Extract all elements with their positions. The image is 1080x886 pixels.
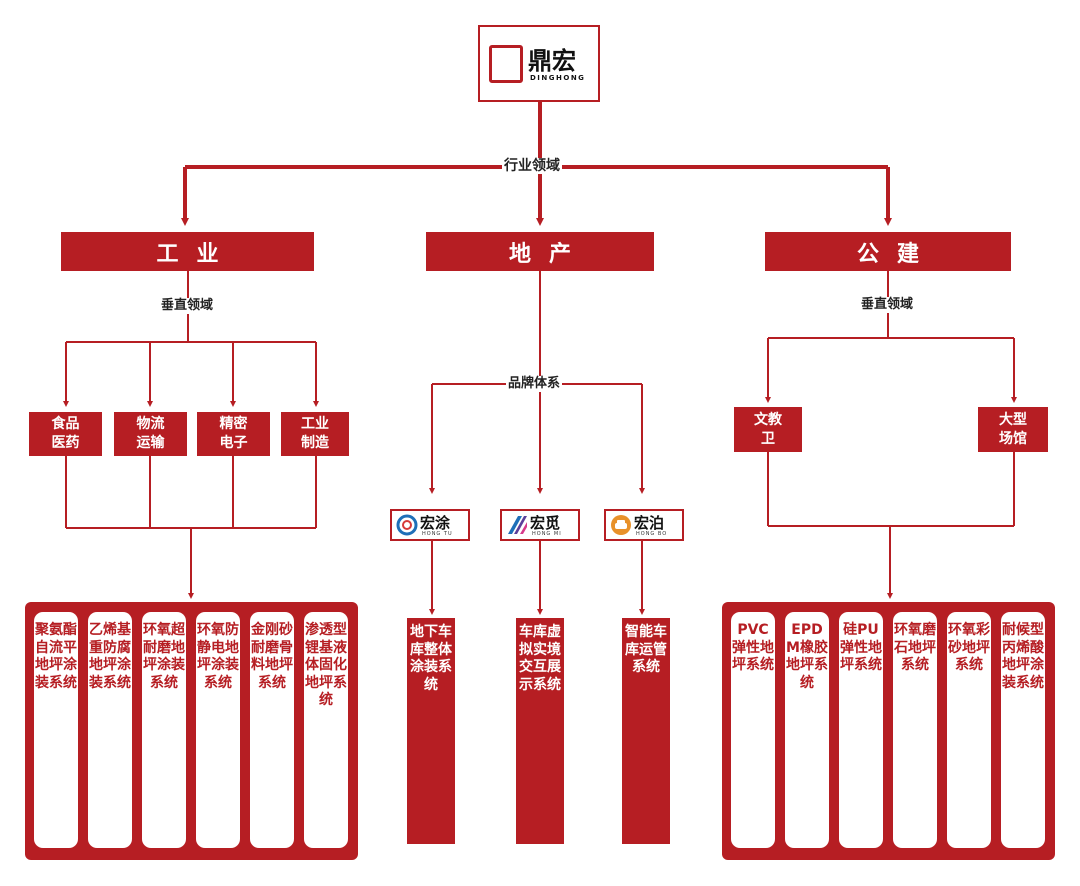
brand-hongbo: 宏泊 HONG BO bbox=[604, 509, 684, 541]
public-system-card: 环氧磨石地坪系统 bbox=[893, 612, 937, 848]
brand-name: 宏觅 bbox=[530, 514, 561, 532]
public-system-card: PVC弹性地坪系统 bbox=[731, 612, 775, 848]
dinghong-logo: 鼎宏 DINGHONG bbox=[478, 25, 600, 102]
brand-name: 宏涂 bbox=[420, 514, 451, 532]
public-system-card: EPDM橡胶地坪系统 bbox=[785, 612, 829, 848]
dinghong-mark-icon bbox=[489, 45, 523, 83]
public-system-card: 环氧彩砂地坪系统 bbox=[947, 612, 991, 848]
brand-sub: HONG TU bbox=[422, 531, 453, 537]
public-system-card: 硅PU弹性地坪系统 bbox=[839, 612, 883, 848]
public-system-card: 耐候型丙烯酸地坪涂装系统 bbox=[1001, 612, 1045, 848]
brand-hongmi: 宏觅 HONG MI bbox=[500, 509, 580, 541]
brand-sub: HONG MI bbox=[532, 531, 562, 537]
sector-realestate: 地产 bbox=[426, 232, 654, 271]
industry-systems-panel bbox=[25, 602, 358, 860]
industry-sub-electronics: 精密 电子 bbox=[197, 412, 270, 456]
realestate-system-bar: 智能车库运管系统 bbox=[622, 618, 670, 844]
hongtu-swirl-icon bbox=[396, 514, 418, 536]
brand-sub: HONG BO bbox=[636, 531, 668, 537]
industry-system-card: 环氧防静电地坪涂装系统 bbox=[196, 612, 240, 848]
realestate-system-bar: 车库虚拟实境交互展示系统 bbox=[516, 618, 564, 844]
industry-label: 垂直领域 bbox=[159, 298, 216, 314]
industry-system-card: 环氧超耐磨地坪涂装系统 bbox=[142, 612, 186, 848]
logo-brand-sub: DINGHONG bbox=[530, 74, 586, 82]
sector-public: 公建 bbox=[765, 232, 1011, 271]
realestate-system-bar: 地下车库整体涂装系统 bbox=[407, 618, 455, 844]
industry-sub-food: 食品 医药 bbox=[29, 412, 102, 456]
hongmi-stripes-icon bbox=[508, 516, 527, 534]
industry-system-card: 渗透型锂基液体固化地坪系统 bbox=[304, 612, 348, 848]
industry-system-card: 乙烯基重防腐地坪涂装系统 bbox=[88, 612, 132, 848]
public-systems-panel bbox=[722, 602, 1055, 860]
brand-name: 宏泊 bbox=[634, 514, 665, 532]
public-label: 垂直领域 bbox=[859, 297, 916, 313]
hongbo-car-icon bbox=[611, 515, 631, 535]
realestate-label: 品牌体系 bbox=[506, 376, 563, 392]
industry-sub-manufacturing: 工业 制造 bbox=[281, 412, 349, 456]
logo-brand-name: 鼎宏 bbox=[528, 47, 576, 75]
brand-hongtu: 宏涂 HONG TU bbox=[390, 509, 470, 541]
public-sub-education: 文教 卫 bbox=[734, 407, 802, 452]
industry-system-card: 聚氨酯自流平地坪涂装系统 bbox=[34, 612, 78, 848]
industry-sub-logistics: 物流 运输 bbox=[114, 412, 187, 456]
public-sub-stadium: 大型 场馆 bbox=[978, 407, 1048, 452]
top-label: 行业领域 bbox=[502, 158, 562, 174]
sector-industry: 工业 bbox=[61, 232, 314, 271]
industry-system-card: 金刚砂耐磨骨料地坪系统 bbox=[250, 612, 294, 848]
